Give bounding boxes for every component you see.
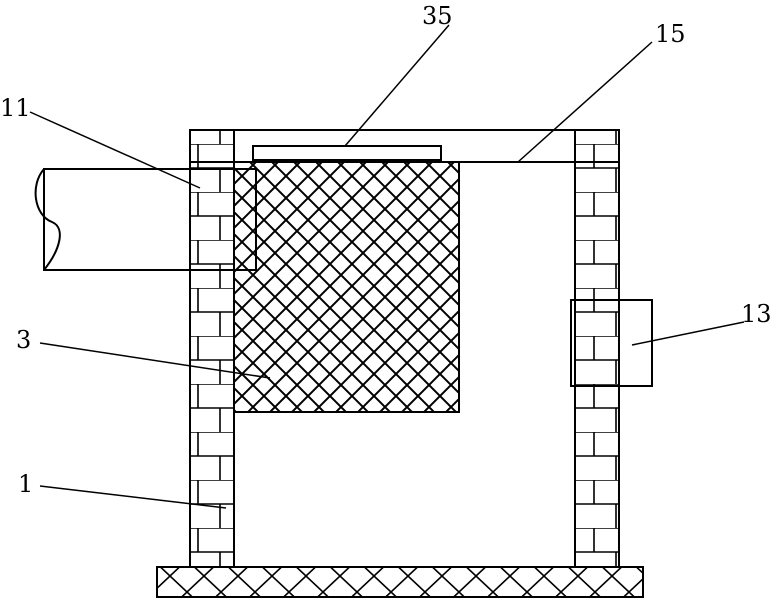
inlet-pipe: [34, 168, 257, 271]
label-wall: 1: [18, 470, 33, 498]
label-cover: 35: [422, 2, 453, 30]
label-filter: 3: [16, 326, 31, 354]
leader-lines: [29, 24, 745, 509]
leader-outlet: [631, 321, 745, 346]
label-pipe: 11: [0, 94, 31, 122]
label-outlet: 13: [741, 300, 772, 328]
leader-filter: [39, 342, 271, 379]
cover-plate: [252, 145, 442, 161]
filter-mesh: [233, 161, 460, 413]
left-brick-wall: [189, 129, 235, 568]
leader-cover: [344, 24, 450, 147]
outlet-box: [570, 299, 653, 387]
base-slab: [156, 566, 644, 598]
leader-lid: [517, 41, 653, 163]
leader-wall: [39, 485, 227, 509]
right-brick-wall: [574, 129, 620, 568]
leader-pipe: [29, 111, 201, 189]
label-lid: 15: [655, 20, 686, 48]
